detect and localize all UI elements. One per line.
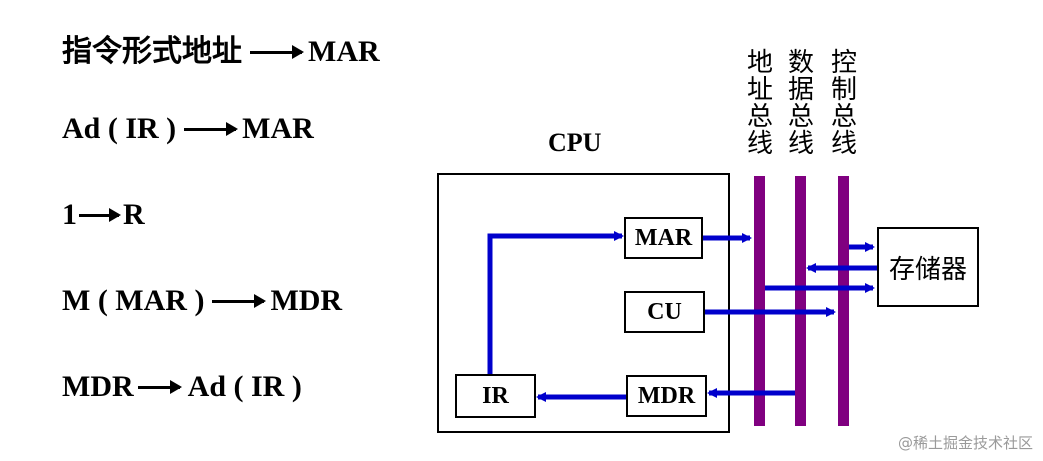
step-4-from: M ( MAR ): [62, 284, 205, 317]
step-2: Ad ( IR ) MAR: [62, 112, 314, 146]
step-arrow: [184, 121, 239, 136]
step-arrow: [79, 207, 121, 222]
step-5: MDR Ad ( IR ): [62, 370, 302, 404]
step-arrow: [212, 293, 267, 308]
step-4: M ( MAR ) MDR: [62, 284, 342, 318]
data-bus-label-char: 线: [787, 129, 814, 159]
control-bus: [838, 176, 849, 426]
control-bus-label-char: 制: [830, 75, 857, 105]
cpu-box: [437, 173, 730, 433]
step-4-to: MDR: [270, 284, 343, 317]
step-2-from: Ad ( IR ): [62, 112, 177, 145]
address-bus-label-char: 线: [746, 129, 773, 159]
data-bus-label: 数 据 总 线: [786, 50, 816, 158]
step-arrow: [137, 379, 182, 394]
step-5-to: Ad ( IR ): [187, 370, 302, 403]
step-5-from: MDR: [62, 370, 134, 403]
address-bus-label-char: 址: [746, 75, 773, 105]
cpu-label: CPU: [548, 128, 602, 157]
step-arrow: [250, 44, 304, 59]
address-bus-label: 地 址 总 线: [745, 50, 775, 158]
step-1-to: MAR: [308, 35, 380, 68]
address-bus-label-char: 地: [746, 48, 773, 78]
step-3-from: 1: [62, 198, 77, 231]
cu-unit: CU: [624, 291, 705, 333]
data-bus-label-char: 数: [787, 48, 814, 78]
control-bus-label-char: 控: [830, 48, 857, 78]
control-bus-label-char: 线: [830, 129, 857, 159]
step-2-to: MAR: [242, 112, 314, 145]
data-bus: [795, 176, 806, 426]
control-bus-label: 控 制 总 线: [829, 50, 859, 158]
address-bus: [754, 176, 765, 426]
address-bus-label-char: 总: [746, 102, 773, 132]
step-1-from: 指令形式地址: [62, 34, 242, 69]
step-3-to: R: [123, 198, 145, 231]
ir-to-mar-arrow: [487, 231, 624, 374]
ir-register: IR: [455, 374, 536, 418]
data-bus-label-char: 总: [787, 102, 814, 132]
data-bus-label-char: 据: [787, 75, 814, 105]
mar-register: MAR: [624, 217, 703, 259]
step-1: 指令形式地址 MAR: [62, 26, 380, 70]
watermark: @稀土掘金技术社区: [897, 434, 1033, 452]
memory-box: 存储器: [877, 227, 979, 307]
control-bus-label-char: 总: [830, 102, 857, 132]
mdr-register: MDR: [626, 375, 707, 417]
